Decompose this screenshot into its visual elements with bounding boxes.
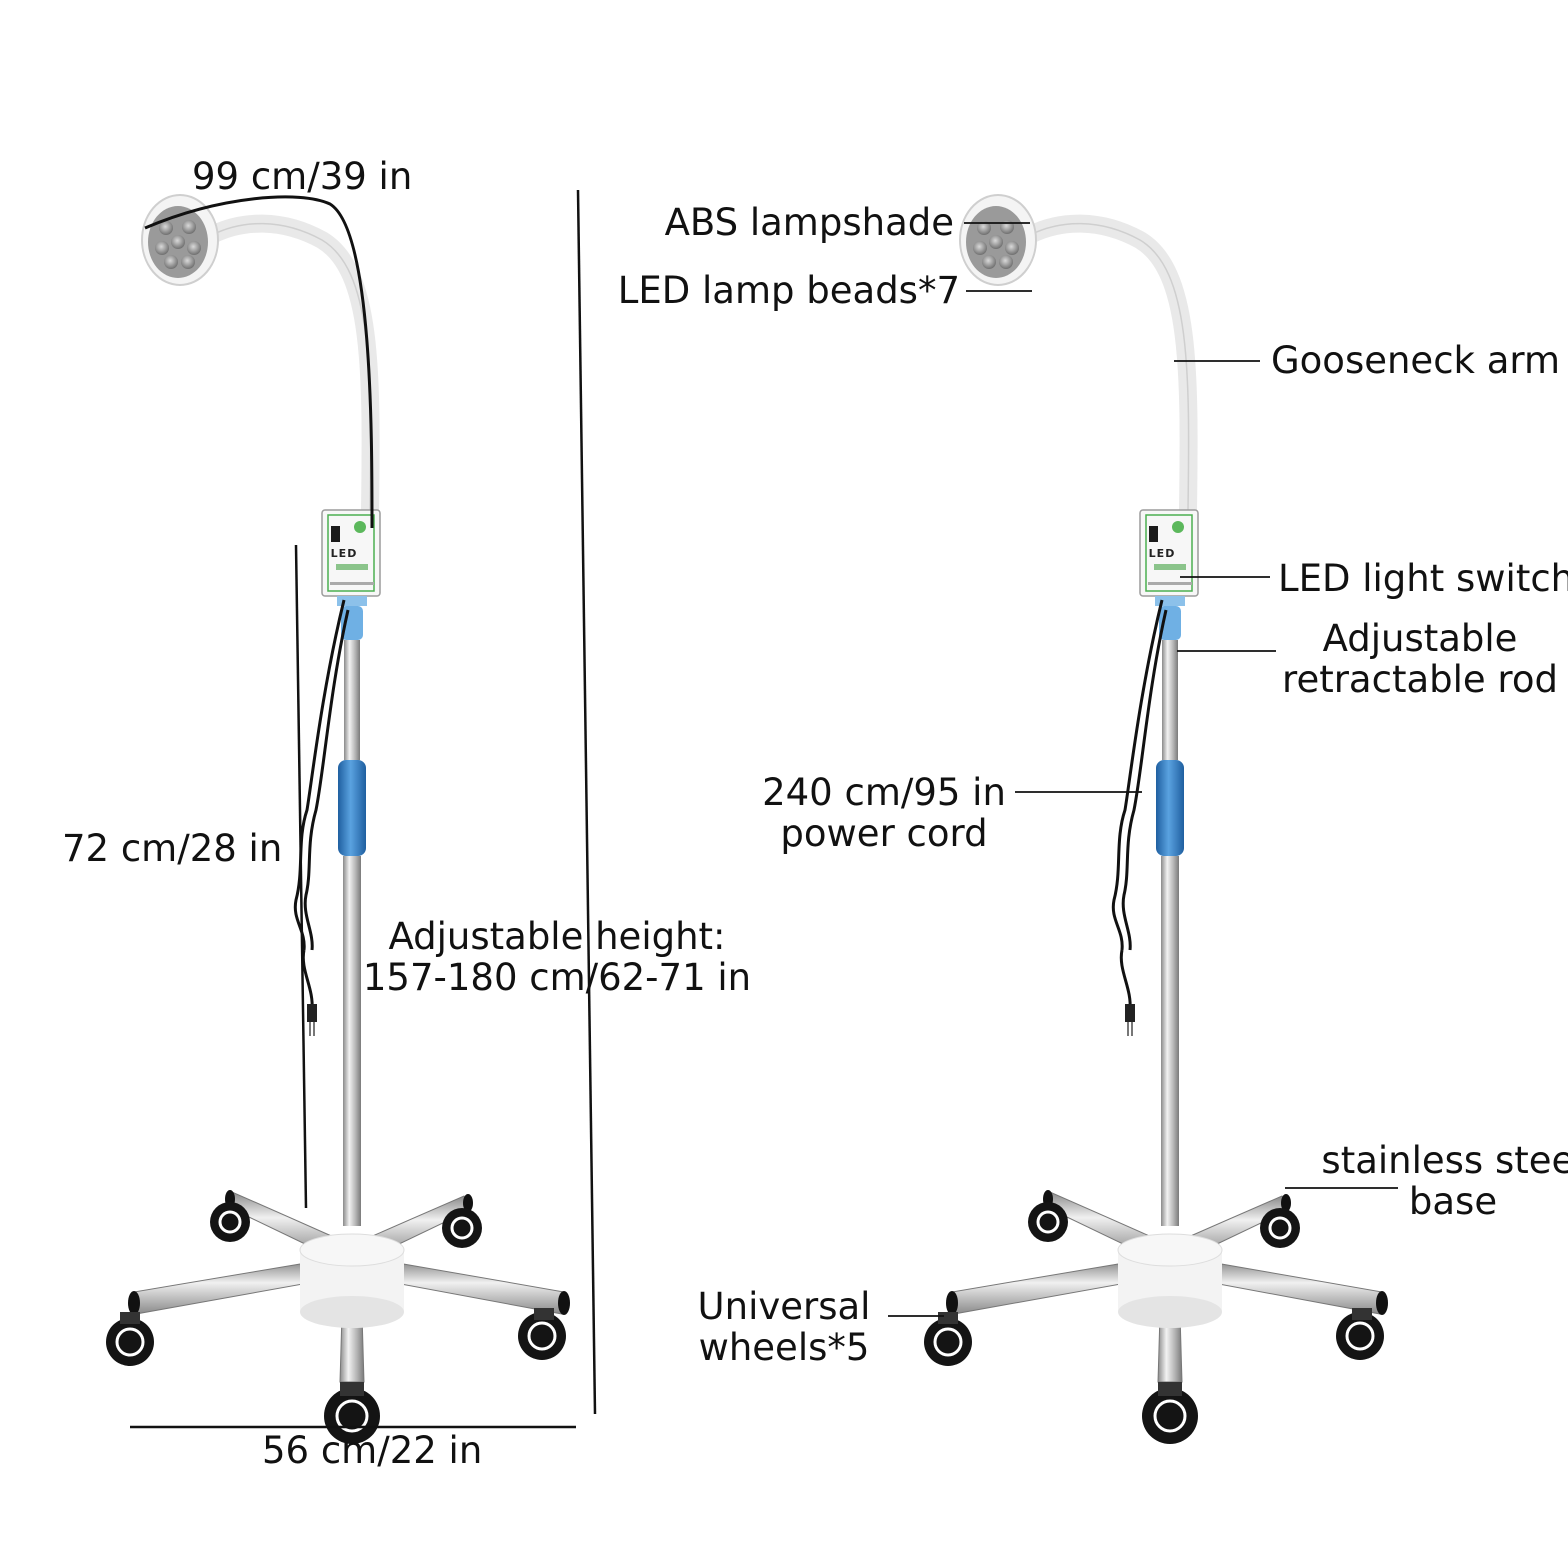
height-title: Adjustable height: [388, 915, 726, 958]
power-cord-label: 240 cm/95 in power cord [756, 772, 1012, 855]
rod-line-2: retractable rod [1282, 658, 1558, 702]
cord-line-2: power cord [780, 812, 988, 856]
rod-line-1: Adjustable [1322, 617, 1518, 660]
base-line-2: base [1408, 1180, 1498, 1224]
cord-drop-label: 72 cm/28 in [62, 827, 283, 870]
wheels-label: Universal wheels*5 [684, 1286, 884, 1369]
callout-leaders [888, 222, 1398, 1317]
gooseneck-arm-label: Gooseneck arm [1271, 339, 1561, 382]
steel-base-label: stainless steel base [1298, 1140, 1568, 1223]
wheels-line-1: Universal [697, 1285, 871, 1328]
lamp-figure-left [106, 195, 570, 1444]
retractable-rod-label: Adjustable retractable rod [1280, 618, 1560, 701]
lampshade-label: ABS lampshade [664, 201, 954, 244]
height-range: 157-180 cm/62-71 in [362, 956, 752, 1000]
light-switch-label: LED light switch [1278, 557, 1568, 600]
cord-line-1: 240 cm/95 in [762, 771, 1006, 814]
wheels-line-2: wheels*5 [698, 1326, 870, 1370]
base-line-1: stainless steel [1321, 1139, 1568, 1182]
gooseneck-length-arc [144, 195, 374, 529]
gooseneck-length-label: 99 cm/39 in [192, 155, 413, 198]
lamp-beads-label: LED lamp beads*7 [617, 269, 960, 312]
height-label: Adjustable height: 157-180 cm/62-71 in [362, 916, 752, 999]
cord-drop-line [294, 544, 308, 1209]
base-width-label: 56 cm/22 in [262, 1429, 483, 1472]
height-line [576, 189, 597, 1415]
